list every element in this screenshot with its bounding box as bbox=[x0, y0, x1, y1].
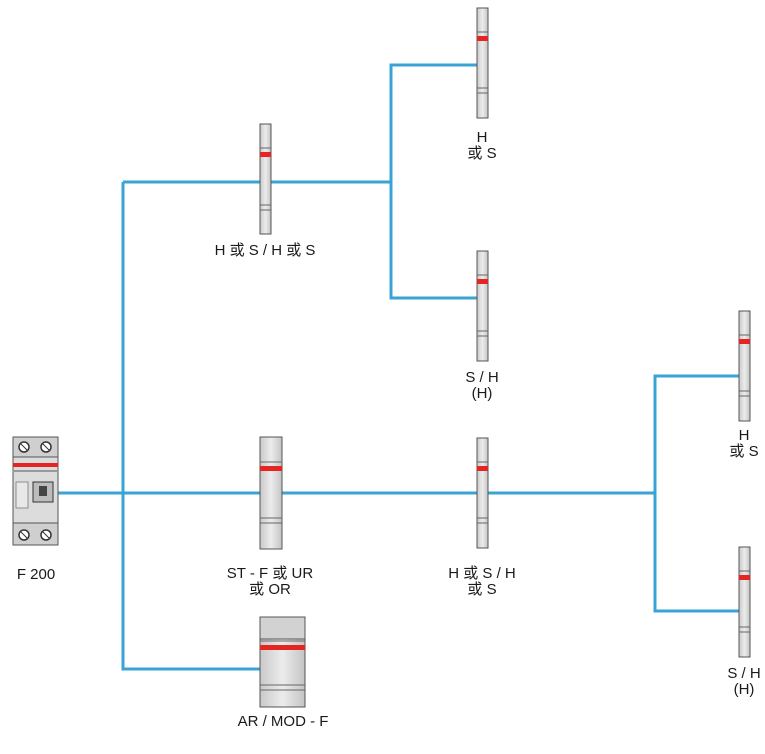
label-mid-left-line2: 或 OR bbox=[249, 581, 291, 598]
label-mid-left: ST - F 或 UR 或 OR bbox=[227, 566, 313, 598]
label-top-right-lower: S / H (H) bbox=[465, 370, 498, 402]
label-mid-left-line1: ST - F 或 UR bbox=[226, 565, 314, 582]
label-far-right-upper: H 或 S bbox=[729, 428, 758, 460]
main-breaker-device bbox=[12, 436, 59, 546]
label-far-right-upper-line1: H bbox=[738, 427, 750, 444]
aux-module-far-right-upper bbox=[738, 310, 751, 422]
aux-module-top-left bbox=[259, 123, 272, 235]
wire-top-right-split bbox=[389, 63, 477, 300]
auto-reclose-module bbox=[259, 616, 306, 708]
aux-module-top-right-lower bbox=[476, 250, 489, 362]
label-main-breaker-line1: F 200 bbox=[16, 566, 56, 583]
label-main-breaker: F 200 bbox=[17, 567, 55, 583]
label-bottom-line1: AR / MOD - F bbox=[237, 713, 329, 730]
label-top-right-lower-line1: S / H bbox=[465, 369, 499, 386]
label-top-right-upper-line2: 或 S bbox=[467, 145, 497, 162]
label-top-right-upper: H 或 S bbox=[467, 130, 496, 162]
label-mid-center-line1: H 或 S / H bbox=[448, 565, 516, 582]
label-bottom: AR / MOD - F bbox=[238, 714, 329, 730]
wires bbox=[58, 63, 739, 671]
aux-module-top-right-upper bbox=[476, 7, 489, 119]
wire-left-trunk bbox=[121, 182, 260, 671]
label-top-left-line1: H 或 S / H 或 S bbox=[214, 242, 316, 259]
label-mid-center-line2: 或 S bbox=[467, 581, 497, 598]
wire-far-right-split bbox=[653, 374, 739, 613]
label-far-right-lower: S / H (H) bbox=[727, 666, 760, 698]
aux-module-far-right-lower bbox=[738, 546, 751, 658]
label-mid-center: H 或 S / H 或 S bbox=[448, 566, 516, 598]
label-top-right-upper-line1: H bbox=[476, 129, 488, 146]
label-far-right-lower-line1: S / H bbox=[727, 665, 761, 682]
label-top-left: H 或 S / H 或 S bbox=[215, 243, 316, 259]
label-far-right-upper-line2: 或 S bbox=[729, 443, 759, 460]
aux-module-mid-center bbox=[476, 437, 489, 549]
shunt-trip-module bbox=[259, 436, 283, 550]
label-far-right-lower-line2: (H) bbox=[733, 681, 755, 698]
label-top-right-lower-line2: (H) bbox=[471, 385, 493, 402]
